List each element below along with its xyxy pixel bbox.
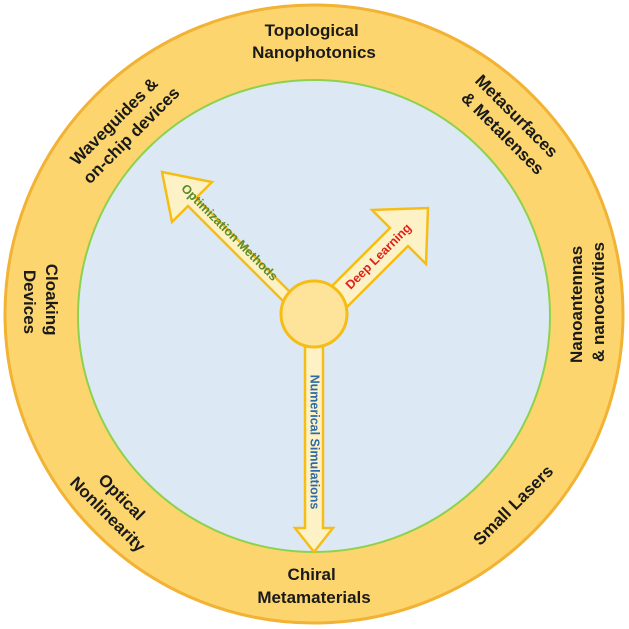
numerical-simulations-arrow-shape <box>292 328 336 555</box>
svg-text:Nanoantennas & nanocavit: Nanoantennas & nanocavities <box>567 241 608 363</box>
ring-label-nanoantennas-nanocavities: Nanoantennas & nanocavities <box>567 241 608 363</box>
central-hub <box>279 279 349 349</box>
svg-text:Topological Nanophotonic: Topological Nanophotonics <box>252 21 376 62</box>
svg-text:Cloaking Devices: Cloaking Devices <box>20 264 61 341</box>
arrow-numerical-simulations <box>292 328 336 555</box>
numerical-simulations-label: Numerical Simulations <box>308 375 322 510</box>
ring-label-cloaking-devices: Cloaking Devices <box>20 264 61 341</box>
ring-label-topological-nanophotonics: Topological Nanophotonics <box>252 21 376 62</box>
svg-text:Chiral Metamaterials: Chiral Metamaterials <box>257 565 370 607</box>
ring-label-chiral-metamaterials: Chiral Metamaterials <box>257 565 370 607</box>
